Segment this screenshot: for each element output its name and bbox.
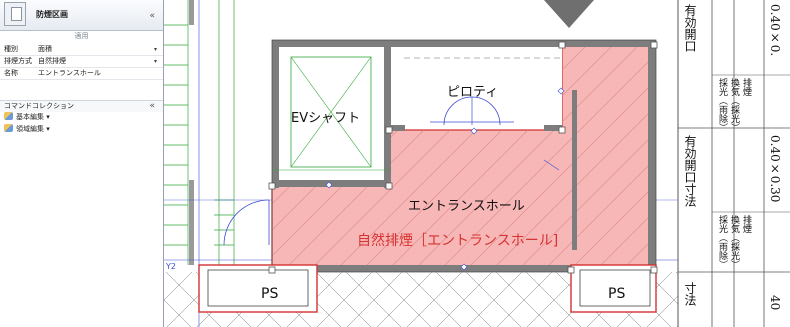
command-label: 基本編集 ▾ xyxy=(16,113,50,121)
door-swing-arc xyxy=(443,96,473,126)
table-text: 採光（雨除） xyxy=(717,215,727,269)
ps-left-label: PS xyxy=(261,286,279,302)
dropdown-arrow-icon[interactable]: ▾ xyxy=(153,58,157,65)
property-row-smoke-method[interactable]: 排煙方式 自然排煙 ▾ xyxy=(0,56,163,68)
property-value[interactable]: 自然排煙 xyxy=(38,57,66,65)
right-legend-table xyxy=(677,0,790,327)
floor-plan-svg xyxy=(164,0,790,327)
property-key: 種別 xyxy=(4,45,18,53)
collapse-chevron-icon[interactable]: « xyxy=(149,101,155,111)
table-text: 0.40×0.30 xyxy=(768,135,782,203)
table-text: 換気（採光） xyxy=(729,215,739,269)
table-text: 有効開口 xyxy=(683,4,697,52)
cursor-marker xyxy=(544,0,594,28)
table-text: 排煙 xyxy=(741,215,751,233)
table-text: 有効開口寸法 xyxy=(683,135,697,207)
ps-left-box xyxy=(198,264,318,313)
table-text: 40 xyxy=(768,295,782,311)
entrance-hall-label: エントランスホール xyxy=(408,199,525,214)
property-value[interactable]: 面積 xyxy=(38,45,52,53)
ps-right-inner xyxy=(579,269,651,307)
wall xyxy=(189,180,194,265)
smoke-zone-icon xyxy=(4,2,26,26)
table-text: 0.40×0. xyxy=(768,4,782,57)
dimension-line xyxy=(543,159,560,171)
property-key: 名称 xyxy=(4,69,18,77)
selection-handles[interactable] xyxy=(268,41,658,274)
piloti-label: ピロティ xyxy=(447,85,499,100)
table-text: 寸法 xyxy=(683,282,697,306)
property-panel: 防煙区画 « 適用 種別 面積 ▾ 排煙方式 自然排煙 ▾ 名称 エントランスホ… xyxy=(0,0,164,327)
table-text: 換気（採光） xyxy=(729,78,739,132)
command-collection-header[interactable]: コマンドコレクション « xyxy=(0,100,163,112)
property-row-type[interactable]: 種別 面積 ▾ xyxy=(0,44,163,56)
stair-lines xyxy=(164,0,235,265)
edit-icon xyxy=(4,112,13,120)
apply-button[interactable]: 適用 xyxy=(74,32,89,40)
ev-shaft-label: EVシャフト xyxy=(291,111,361,126)
piloti-area xyxy=(404,47,562,125)
property-row-name[interactable]: 名称 エントランスホール xyxy=(0,68,163,80)
panel-header: 防煙区画 « xyxy=(0,0,163,31)
ps-right-label: PS xyxy=(608,286,626,302)
property-key: 排煙方式 xyxy=(4,57,32,65)
command-label: 領域編集 ▾ xyxy=(16,125,50,133)
ev-cross-line xyxy=(290,56,372,168)
ps-left-inner xyxy=(207,269,309,307)
door-swing-arc xyxy=(471,96,501,126)
region-edit-icon xyxy=(4,124,13,132)
collapse-chevron-icon[interactable]: « xyxy=(149,11,155,21)
door-swing-arc xyxy=(223,199,270,246)
property-value[interactable]: エントランスホール xyxy=(38,69,101,77)
command-region-edit[interactable]: 領域編集 ▾ xyxy=(4,124,50,135)
midpoint-handles[interactable] xyxy=(325,87,565,271)
table-text: 採光（雨除） xyxy=(717,78,727,132)
grid-axis-label: Y2 xyxy=(166,262,176,271)
wall xyxy=(189,0,194,25)
panel-title: 防煙区画 xyxy=(36,10,68,19)
ps-right-box xyxy=(570,264,657,313)
command-basic-edit[interactable]: 基本編集 ▾ xyxy=(4,112,50,123)
dropdown-arrow-icon[interactable]: ▾ xyxy=(153,46,157,53)
zone-hatch xyxy=(272,45,654,270)
smoke-zone-label: 自然排煙［エントランスホール] xyxy=(357,233,559,249)
drawing-canvas[interactable]: EVシャフト ピロティ エントランスホール 自然排煙［エントランスホール] PS… xyxy=(164,0,790,327)
command-collection-title: コマンドコレクション xyxy=(4,102,74,110)
table-text: 排煙 xyxy=(741,78,751,96)
